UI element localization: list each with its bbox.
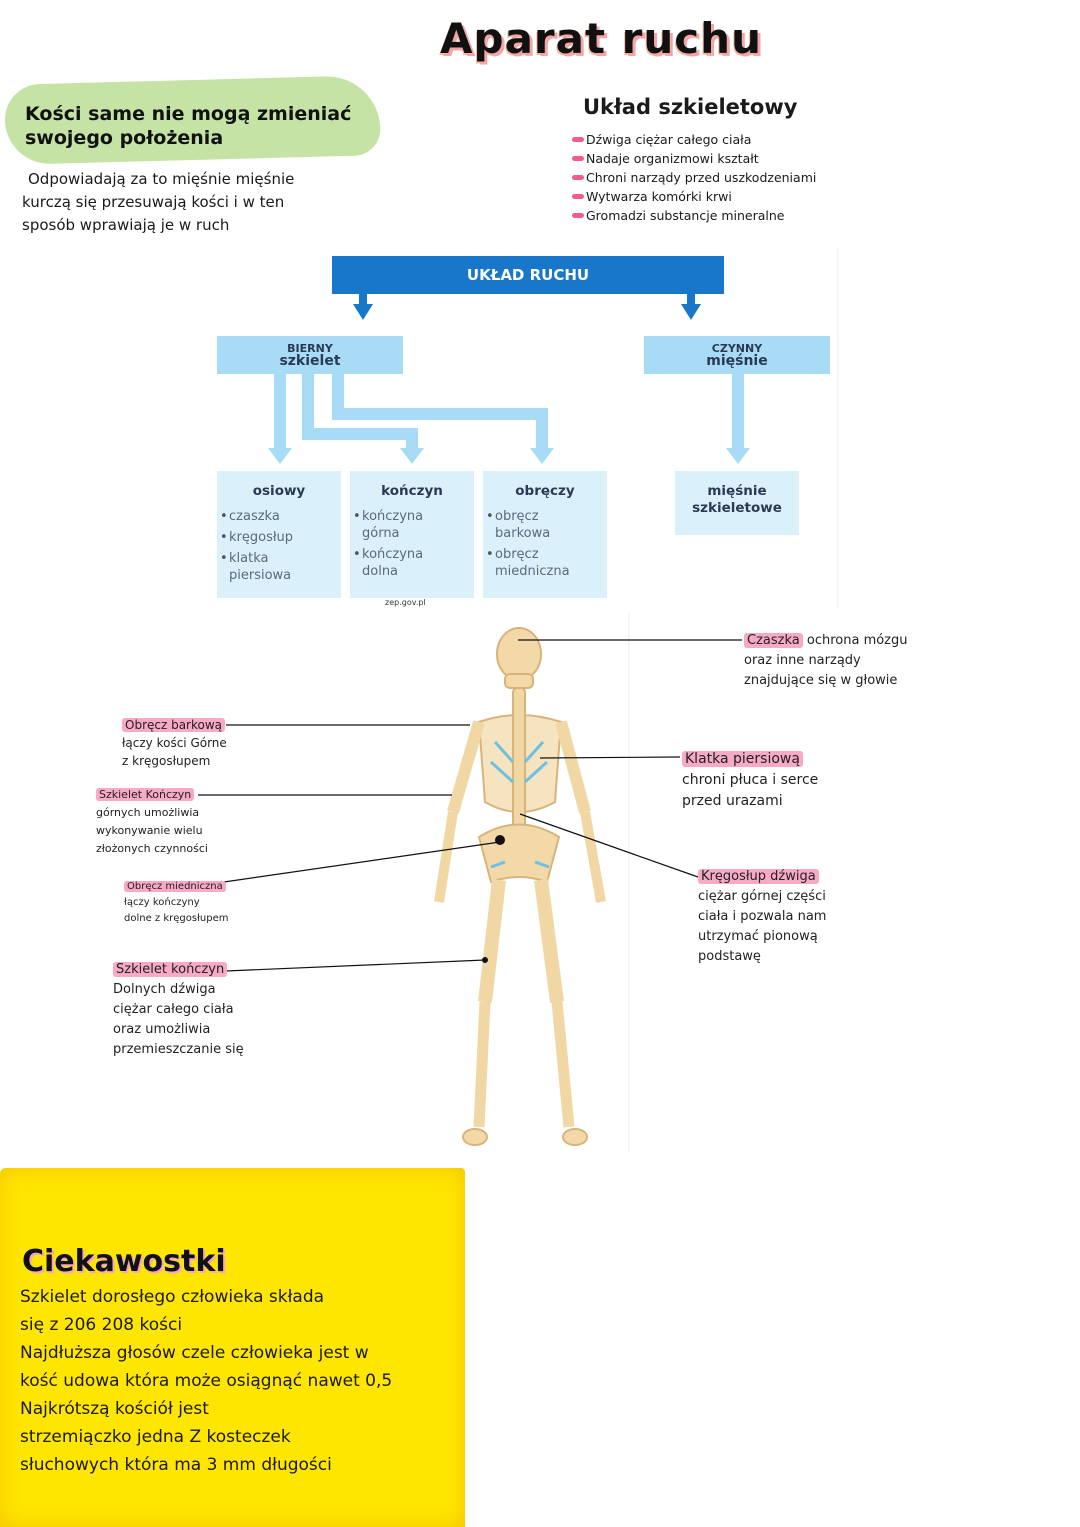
label-text: oraz inne narządy: [744, 653, 861, 668]
trivia-line: słuchowych która ma 3 mm długości: [20, 1455, 332, 1475]
label-text: łączy kończyny: [124, 897, 200, 908]
intro-heading: Kości same nie mogą zmieniać swojego poł…: [25, 102, 351, 150]
list-item: Gromadzi substancje mineralne: [572, 206, 816, 225]
label-text: znajdujące się w głowie: [744, 673, 898, 688]
column-heading: kończyn: [381, 483, 443, 499]
page-title: Aparat ruchu: [440, 14, 762, 63]
label-text: dolne z kręgosłupem: [124, 913, 229, 924]
intro-heading-line: Kości same nie mogą zmieniać: [25, 103, 352, 125]
label-upper-limbs: Szkielet Kończyn górnych umożliwia wykon…: [96, 786, 208, 858]
label-text: Dolnych dźwiga: [113, 982, 216, 997]
label-rib-cage: Klatka piersiową chroni płuca i serce pr…: [682, 749, 818, 812]
label-text: wykonywanie wielu: [96, 824, 203, 837]
label-highlight: Obręcz barkową: [122, 718, 226, 732]
list-item: Dźwiga ciężar całego ciała: [572, 130, 816, 149]
label-text: chroni płuca i serce: [682, 772, 819, 788]
skeleton-illustration: [434, 612, 630, 1152]
label-highlight: Szkielet kończyn: [113, 962, 228, 977]
intro-line: sposób wprawiają je w ruch: [22, 216, 230, 234]
trivia-line: się z 206 208 kości: [20, 1315, 183, 1335]
movement-system-banner: UKŁAD RUCHU: [332, 256, 724, 294]
label-highlight: Kręgosłup dźwiga: [698, 869, 819, 884]
skeletal-system-title: Układ szkieletowy: [583, 95, 798, 119]
label-pelvic-girdle: Obręcz miedniczna łączy kończyny dolne z…: [124, 879, 229, 927]
passive-title: szkielet: [279, 353, 341, 369]
source-credit: zep.gov.pl: [385, 598, 426, 607]
list-item: Chroni narządy przed uszkodzeniami: [572, 168, 816, 187]
diagram-arrows: [268, 248, 839, 608]
trivia-text: Szkielet dorosłego człowieka składa się …: [20, 1283, 440, 1479]
intro-line: kurczą się przesuwają kości i w ten: [22, 193, 285, 211]
label-text: oraz umożliwia: [113, 1022, 211, 1037]
trivia-line: strzemiączko jedna Z kosteczek: [20, 1427, 291, 1447]
column-girdles: obręczy obręcz barkowa obręcz miedniczna: [483, 471, 607, 598]
label-text: ochrona mózgu: [806, 633, 908, 648]
active-box: CZYNNY mięśnie: [644, 336, 830, 374]
label-text: złożonych czynności: [96, 842, 208, 855]
label-text: przed urazami: [682, 793, 783, 809]
label-text: łączy kości Górne: [122, 736, 227, 750]
movement-system-diagram: UKŁAD RUCHU BIERNY szkielet CZYNNY mięśn…: [210, 248, 840, 610]
list-item: obręcz miedniczna: [483, 546, 575, 580]
label-highlight: Klatka piersiową: [682, 751, 803, 767]
label-text: z kręgosłupem: [122, 754, 211, 768]
trivia-line: Najdłuższa głosów czele człowieka jest w: [20, 1343, 369, 1363]
list-item: obręcz barkowa: [483, 508, 575, 542]
label-skull: Czaszka ochrona mózgu oraz inne narządy …: [744, 631, 908, 691]
column-heading: obręczy: [515, 483, 575, 499]
list-item: Wytwarza komórki krwi: [572, 187, 816, 206]
passive-label: BIERNY: [287, 342, 333, 355]
label-highlight: Czaszka: [744, 633, 803, 648]
muscles-box-label: mięśnie szkieletowe: [692, 483, 782, 516]
list-item: kończyna dolna: [350, 546, 442, 580]
label-highlight: Obręcz miedniczna: [124, 881, 226, 892]
active-label: CZYNNY: [711, 342, 763, 355]
intro-line: Odpowiadają za to mięśnie mięśnie: [28, 170, 295, 188]
column-limbs: kończyn kończyna górna kończyna dolna: [350, 471, 474, 598]
list-item: klatka piersiowa: [217, 550, 309, 584]
column-heading: osiowy: [252, 483, 306, 499]
label-text: górnych umożliwia: [96, 806, 200, 819]
column-axial: osiowy czaszka kręgosłup klatka piersiow…: [217, 471, 341, 598]
label-text: ciała i pozwala nam: [698, 909, 827, 924]
label-leader-lines: [198, 639, 742, 972]
list-item: kończyna górna: [350, 508, 442, 542]
list-item: czaszka: [217, 508, 341, 525]
label-spine: Kręgosłup dźwiga ciężar górnej części ci…: [698, 867, 826, 967]
label-text: utrzymać pionową: [698, 929, 818, 944]
column-muscles: mięśnie szkieletowe: [675, 471, 799, 535]
active-title: mięśnie: [706, 353, 768, 369]
trivia-line: Szkielet dorosłego człowieka składa: [20, 1287, 325, 1307]
list-item: kręgosłup: [217, 529, 341, 546]
trivia-note: [0, 1168, 465, 1527]
label-shoulder-girdle: Obręcz barkową łączy kości Górne z kręgo…: [122, 716, 227, 770]
trivia-line: Najkrótszą kościół jest: [20, 1399, 209, 1419]
list-item: Nadaje organizmowi kształt: [572, 149, 816, 168]
label-text: przemieszczanie się: [113, 1042, 244, 1057]
trivia-title: Ciekawostki: [22, 1244, 226, 1279]
label-highlight: Szkielet Kończyn: [96, 788, 195, 801]
label-text: podstawę: [698, 949, 761, 964]
passive-box: BIERNY szkielet: [217, 336, 403, 374]
intro-text: Odpowiadają za to mięśnie mięśnie kurczą…: [22, 168, 322, 237]
label-text: ciężar całego ciała: [113, 1002, 234, 1017]
label-lower-limbs: Szkielet kończyn Dolnych dźwiga ciężar c…: [113, 960, 244, 1060]
intro-heading-line: swojego położenia: [25, 127, 224, 149]
trivia-line: kość udowa która może osiągnąć nawet 0,5: [20, 1371, 393, 1391]
label-text: ciężar górnej części: [698, 889, 826, 904]
skeletal-system-list: Dźwiga ciężar całego ciała Nadaje organi…: [572, 130, 816, 225]
